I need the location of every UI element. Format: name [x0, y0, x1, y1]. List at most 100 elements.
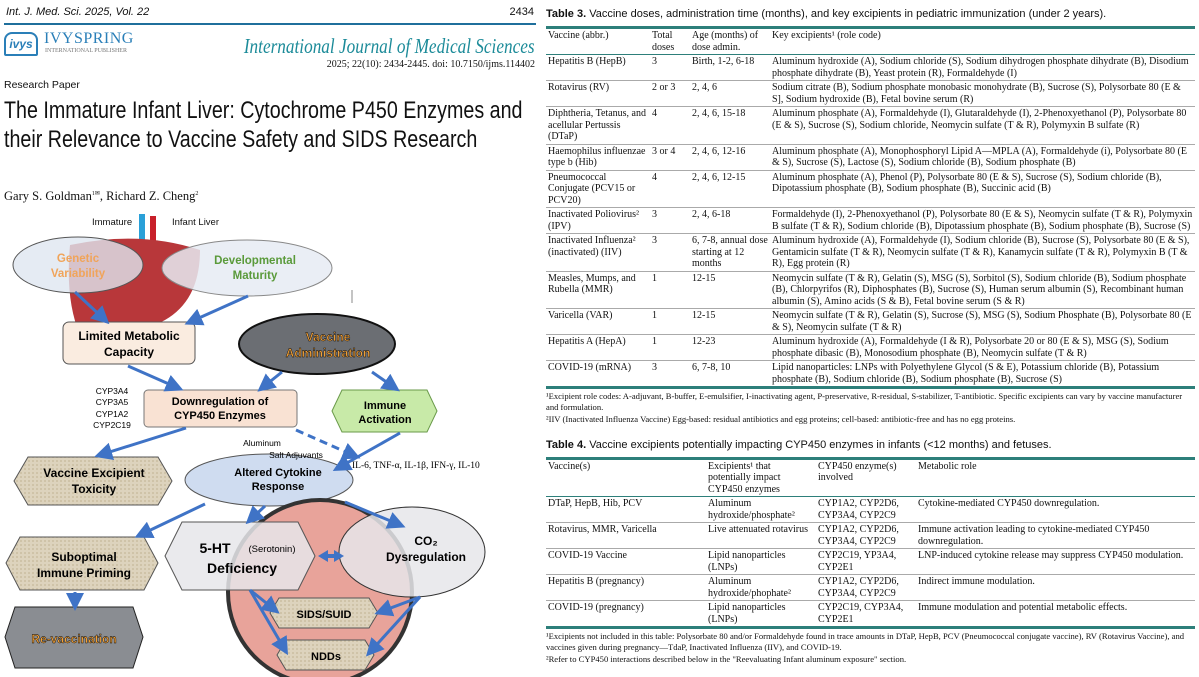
table-row: Inactivated Influenza² (inactivated) (II… — [546, 233, 1195, 272]
table-cell: COVID-19 Vaccine — [546, 548, 706, 575]
column-header: Metabolic role — [916, 456, 1195, 497]
revaccination-hexagon — [4, 606, 144, 669]
header-rule — [4, 23, 536, 25]
diagram-label: NDDs — [311, 651, 341, 663]
table4-footnote-1: ¹Excipients not included in this table: … — [546, 631, 1185, 652]
table-cell: Live attenuated rotavirus — [706, 522, 816, 549]
table-cell: 1 — [650, 334, 690, 361]
diagram-label: Immune Priming — [37, 566, 131, 580]
author-2[interactable]: , Richard Z. Cheng — [99, 189, 196, 203]
article-type: Research Paper — [4, 79, 80, 91]
table-cell: Haemophilus influenzae type b (Hib) — [546, 144, 650, 171]
diagram-label: Vaccine — [306, 330, 351, 344]
table-cell: 4 — [650, 170, 690, 208]
table-cell: LNP-induced cytokine release may suppres… — [916, 548, 1195, 575]
table-cell: 12-15 — [690, 308, 770, 335]
running-header-journal: Int. J. Med. Sci. 2025, Vol. 22 — [6, 6, 150, 18]
table-cell: Rotavirus, MMR, Varicella — [546, 522, 706, 549]
table-cell: Rotavirus (RV) — [546, 80, 650, 107]
diagram-label: Administration — [286, 346, 371, 360]
author-1[interactable]: Gary S. Goldman — [4, 189, 92, 203]
diagram-label: Altered Cytokine — [234, 467, 321, 479]
table-cell: Hepatitis B (pregnancy) — [546, 574, 706, 601]
table-cell: Lipid nanoparticles (LNPs) — [706, 548, 816, 575]
table-cell: 3 — [650, 207, 690, 234]
diagram-label: CYP450 Enzymes — [174, 410, 266, 422]
table-cell: Immune modulation and potential metaboli… — [916, 600, 1195, 629]
table-cell: Indirect immune modulation. — [916, 574, 1195, 601]
diagram-label: SIDS/SUID — [296, 609, 351, 621]
diagram-label: CYP3A5 — [96, 397, 129, 407]
publisher-logo: ivys IVYSPRING INTERNATIONAL PUBLISHER — [4, 30, 144, 60]
altered-cytokine-ellipse — [184, 453, 354, 507]
table-row: Pneumococcal Conjugate (PCV15 or PCV20)4… — [546, 170, 1195, 208]
bidirectional-arrow-icon — [318, 550, 344, 562]
cytokine-list: IL-6, TNF-α, IL-1β, IFN-γ, IL-10 — [352, 461, 480, 471]
diagram-label: (Serotonin) — [249, 544, 296, 555]
authors: Gary S. Goldman1✉, Richard Z. Cheng2 — [4, 189, 198, 204]
table-cell: 3 or 4 — [650, 144, 690, 171]
table-cell: 6, 7-8, 10 — [690, 360, 770, 389]
table-cell: Lipid nanoparticles (LNPs) — [706, 600, 816, 629]
table-cell: COVID-19 (pregnancy) — [546, 600, 706, 629]
table-cell: Pneumococcal Conjugate (PCV15 or PCV20) — [546, 170, 650, 208]
citation-doi: 2025; 22(10): 2434-2445. doi: 10.7150/ij… — [326, 59, 535, 70]
table-cell: 12-15 — [690, 271, 770, 309]
diagram-label: Re-vaccination — [31, 632, 116, 646]
table-cell: Neomycin sulfate (T & R), Gelatin (S), M… — [770, 271, 1195, 309]
table-cell: Aluminum hydroxide/phophate² — [706, 574, 816, 601]
diagram-label: Maturity — [233, 270, 278, 282]
table-row: COVID-19 (pregnancy)Lipid nanoparticles … — [546, 600, 1195, 629]
table-cell: Aluminum phosphate (A), Phenol (P), Poly… — [770, 170, 1195, 208]
diagram-label: Suboptimal — [51, 550, 116, 564]
table-cell: 2 or 3 — [650, 80, 690, 107]
diagram-label: Infant Liver — [172, 217, 219, 228]
vaccine-excipient-toxicity-hexagon — [13, 456, 173, 506]
graphical-abstract-diagram: Immature Infant Liver Genetic Variabilit… — [4, 214, 486, 677]
ivyspring-logo-icon: ivys — [4, 32, 38, 56]
diagram-label: Dysregulation — [386, 550, 466, 564]
table-cell: Aluminum phosphate (A), Formaldehyde (I)… — [770, 106, 1195, 145]
article-first-page: Int. J. Med. Sci. 2025, Vol. 22 2434 ivy… — [0, 0, 540, 677]
diagram-label: Limited Metabolic — [78, 329, 180, 343]
table-cell: 2, 4, 6-18 — [690, 207, 770, 234]
downregulation-box — [143, 389, 298, 428]
page-number: 2434 — [509, 6, 534, 18]
column-header: Vaccine(s) — [546, 456, 706, 497]
table-cell: 3 — [650, 54, 690, 81]
table-cell: CYP2C19, CYP3A4, CYP2E1 — [816, 600, 916, 629]
table4-caption: Table 4. Vaccine excipients potentially … — [546, 438, 1052, 451]
table-cell: 3 — [650, 233, 690, 272]
table-cell: Measles, Mumps, and Rubella (MMR) — [546, 271, 650, 309]
limited-metabolic-capacity-box — [62, 321, 196, 365]
diagram-label: Variability — [51, 268, 106, 280]
column-header: Vaccine (abbr.) — [546, 26, 650, 55]
column-header: Total doses — [650, 26, 690, 55]
diagram-label: Activation — [358, 414, 411, 426]
table4-header-row: Vaccine(s)Excipients¹ that potentially i… — [546, 456, 1195, 497]
genetic-variability-ellipse — [12, 236, 144, 294]
table-cell: Immune activation leading to cytokine-me… — [916, 522, 1195, 549]
diagram-label: Deficiency — [207, 560, 277, 576]
table-cell: CYP1A2, CYP2D6, CYP3A4, CYP2C9 — [816, 496, 916, 523]
diagram-label: Toxicity — [72, 482, 117, 496]
table-cell: DTaP, HepB, Hib, PCV — [546, 496, 706, 523]
diagram-label: Immature — [92, 217, 132, 228]
publisher-name: IVYSPRING — [44, 30, 134, 47]
genetic-label: Genetic — [57, 253, 100, 265]
table-cell: Aluminum hydroxide (A), Formaldehyde (I … — [770, 334, 1195, 361]
table-cell: COVID-19 (mRNA) — [546, 360, 650, 389]
column-header: Excipients¹ that potentially impact CYP4… — [706, 456, 816, 497]
table-cell: Hepatitis A (HepA) — [546, 334, 650, 361]
tables-page: Table 3. Vaccine doses, administration t… — [540, 0, 1199, 677]
publisher-sub: INTERNATIONAL PUBLISHER — [45, 48, 127, 54]
diagram-label: Downregulation of — [172, 396, 269, 408]
table-cell: Inactivated Influenza² (inactivated) (II… — [546, 233, 650, 272]
artery-icon — [150, 216, 156, 254]
